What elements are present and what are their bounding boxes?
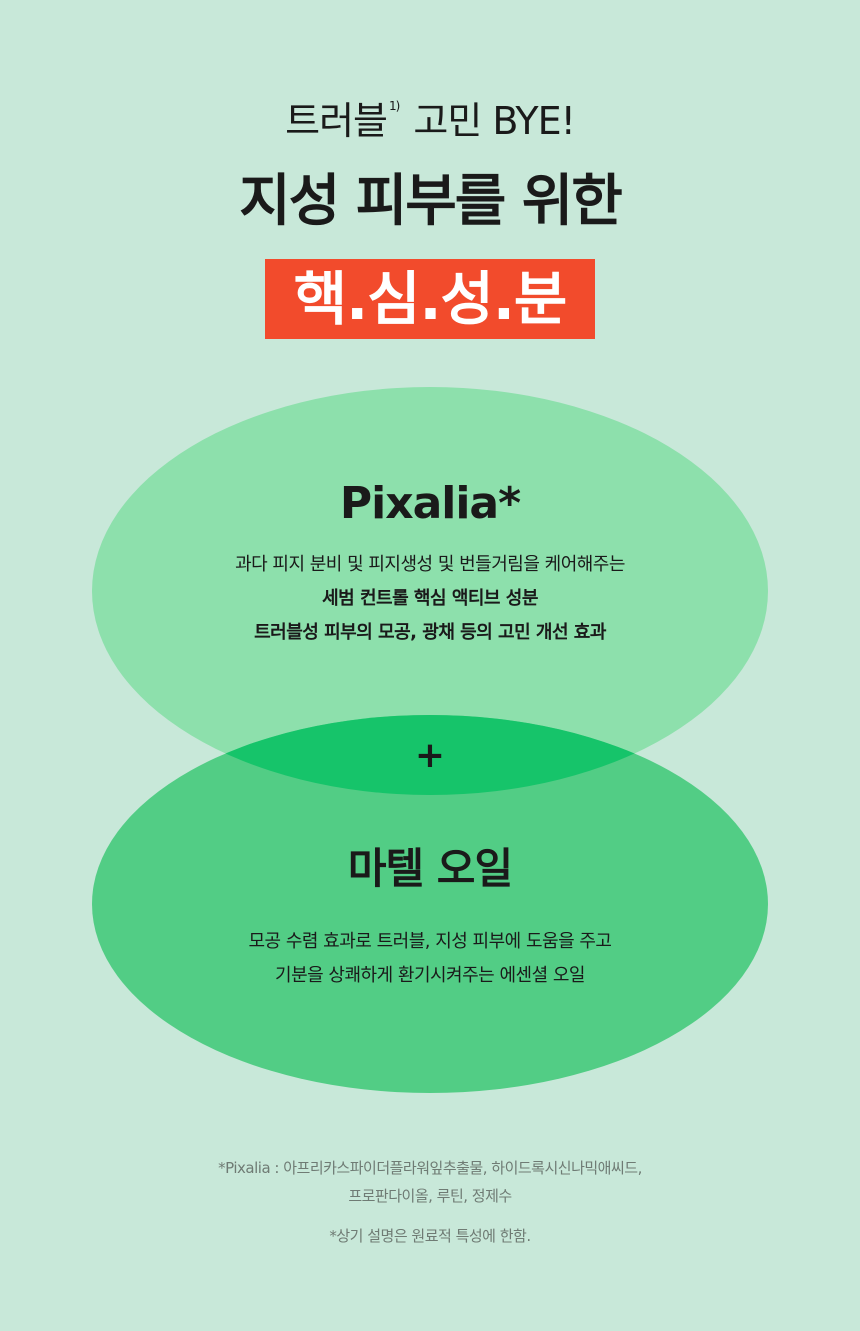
- subtitle-pre: 트러블: [285, 99, 388, 143]
- key-ingredient-badge: 핵.심.성.분: [265, 259, 595, 339]
- bottom-ellipse: [92, 715, 768, 1093]
- ingredient2-name: 마텔 오일: [347, 844, 513, 893]
- disclaimer: *상기 설명은 원료적 특성에 한함.: [329, 1227, 531, 1245]
- desc-line: 모공 수렴 효과로 트러블, 지성 피부에 도움을 주고: [248, 931, 612, 952]
- ingredient2-description: 모공 수렴 효과로 트러블, 지성 피부에 도움을 주고 기분을 상쾌하게 환기…: [0, 925, 860, 993]
- footnote-line: 프로판다이올, 루틴, 정제수: [348, 1187, 512, 1205]
- ingredient1-name: Pixalia*: [339, 478, 521, 529]
- pixalia-footnote: *Pixalia : 아프리카스파이더플라워잎추출물, 하이드록시신나믹애씨드,…: [0, 1154, 860, 1210]
- desc-line: 기분을 상쾌하게 환기시켜주는 에센셜 오일: [275, 965, 585, 986]
- plus-icon: +: [414, 735, 446, 776]
- footnote-marker: 1): [389, 99, 400, 113]
- top-ellipse: [92, 387, 768, 795]
- page-title: 지성 피부를 위한: [239, 169, 623, 234]
- ingredient1-description: 과다 피지 분비 및 피지생성 및 번들거림을 케어해주는 세범 컨트롤 핵심 …: [0, 548, 860, 650]
- subtitle-post: 고민 BYE!: [402, 99, 575, 143]
- desc-line: 트러블성 피부의 모공, 광채 등의 고민 개선 효과: [254, 622, 606, 643]
- desc-line: 과다 피지 분비 및 피지생성 및 번들거림을 케어해주는: [235, 554, 625, 575]
- footnote-line: *Pixalia : 아프리카스파이더플라워잎추출물, 하이드록시신나믹애씨드,: [218, 1159, 642, 1177]
- desc-line: 세범 컨트롤 핵심 액티브 성분: [322, 588, 538, 609]
